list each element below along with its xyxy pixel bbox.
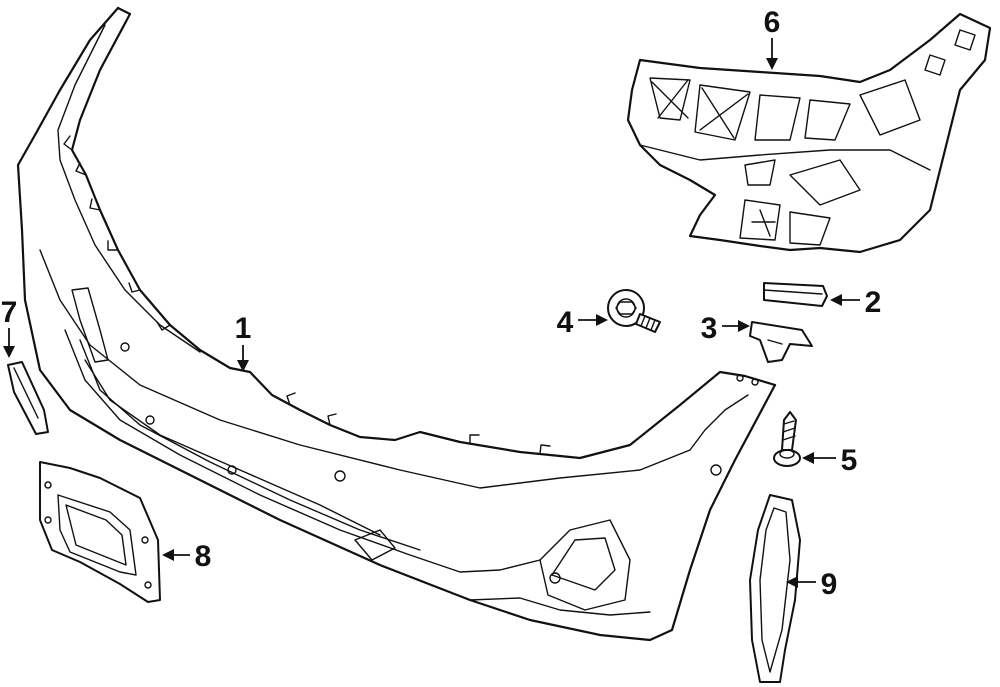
bolt: [607, 289, 661, 333]
callout-1: 1: [235, 312, 252, 345]
callout-6: 6: [764, 6, 781, 39]
bumper-cover: [16, 6, 777, 642]
callout-9: 9: [821, 568, 838, 601]
leader-arrows: [3, 38, 860, 588]
screw: [773, 411, 801, 467]
right-reflector: [749, 494, 801, 683]
callout-8: 8: [195, 540, 212, 573]
side-bracket: [626, 12, 992, 254]
guide-clip: [749, 321, 813, 363]
callout-3: 3: [701, 312, 718, 345]
callout-7: 7: [1, 296, 18, 329]
upper-bracket: [763, 282, 828, 307]
callout-2: 2: [865, 286, 882, 319]
license-plate-bracket: [39, 461, 161, 603]
callout-4: 4: [557, 306, 574, 339]
left-reflector: [7, 361, 49, 435]
callout-5: 5: [841, 444, 858, 477]
